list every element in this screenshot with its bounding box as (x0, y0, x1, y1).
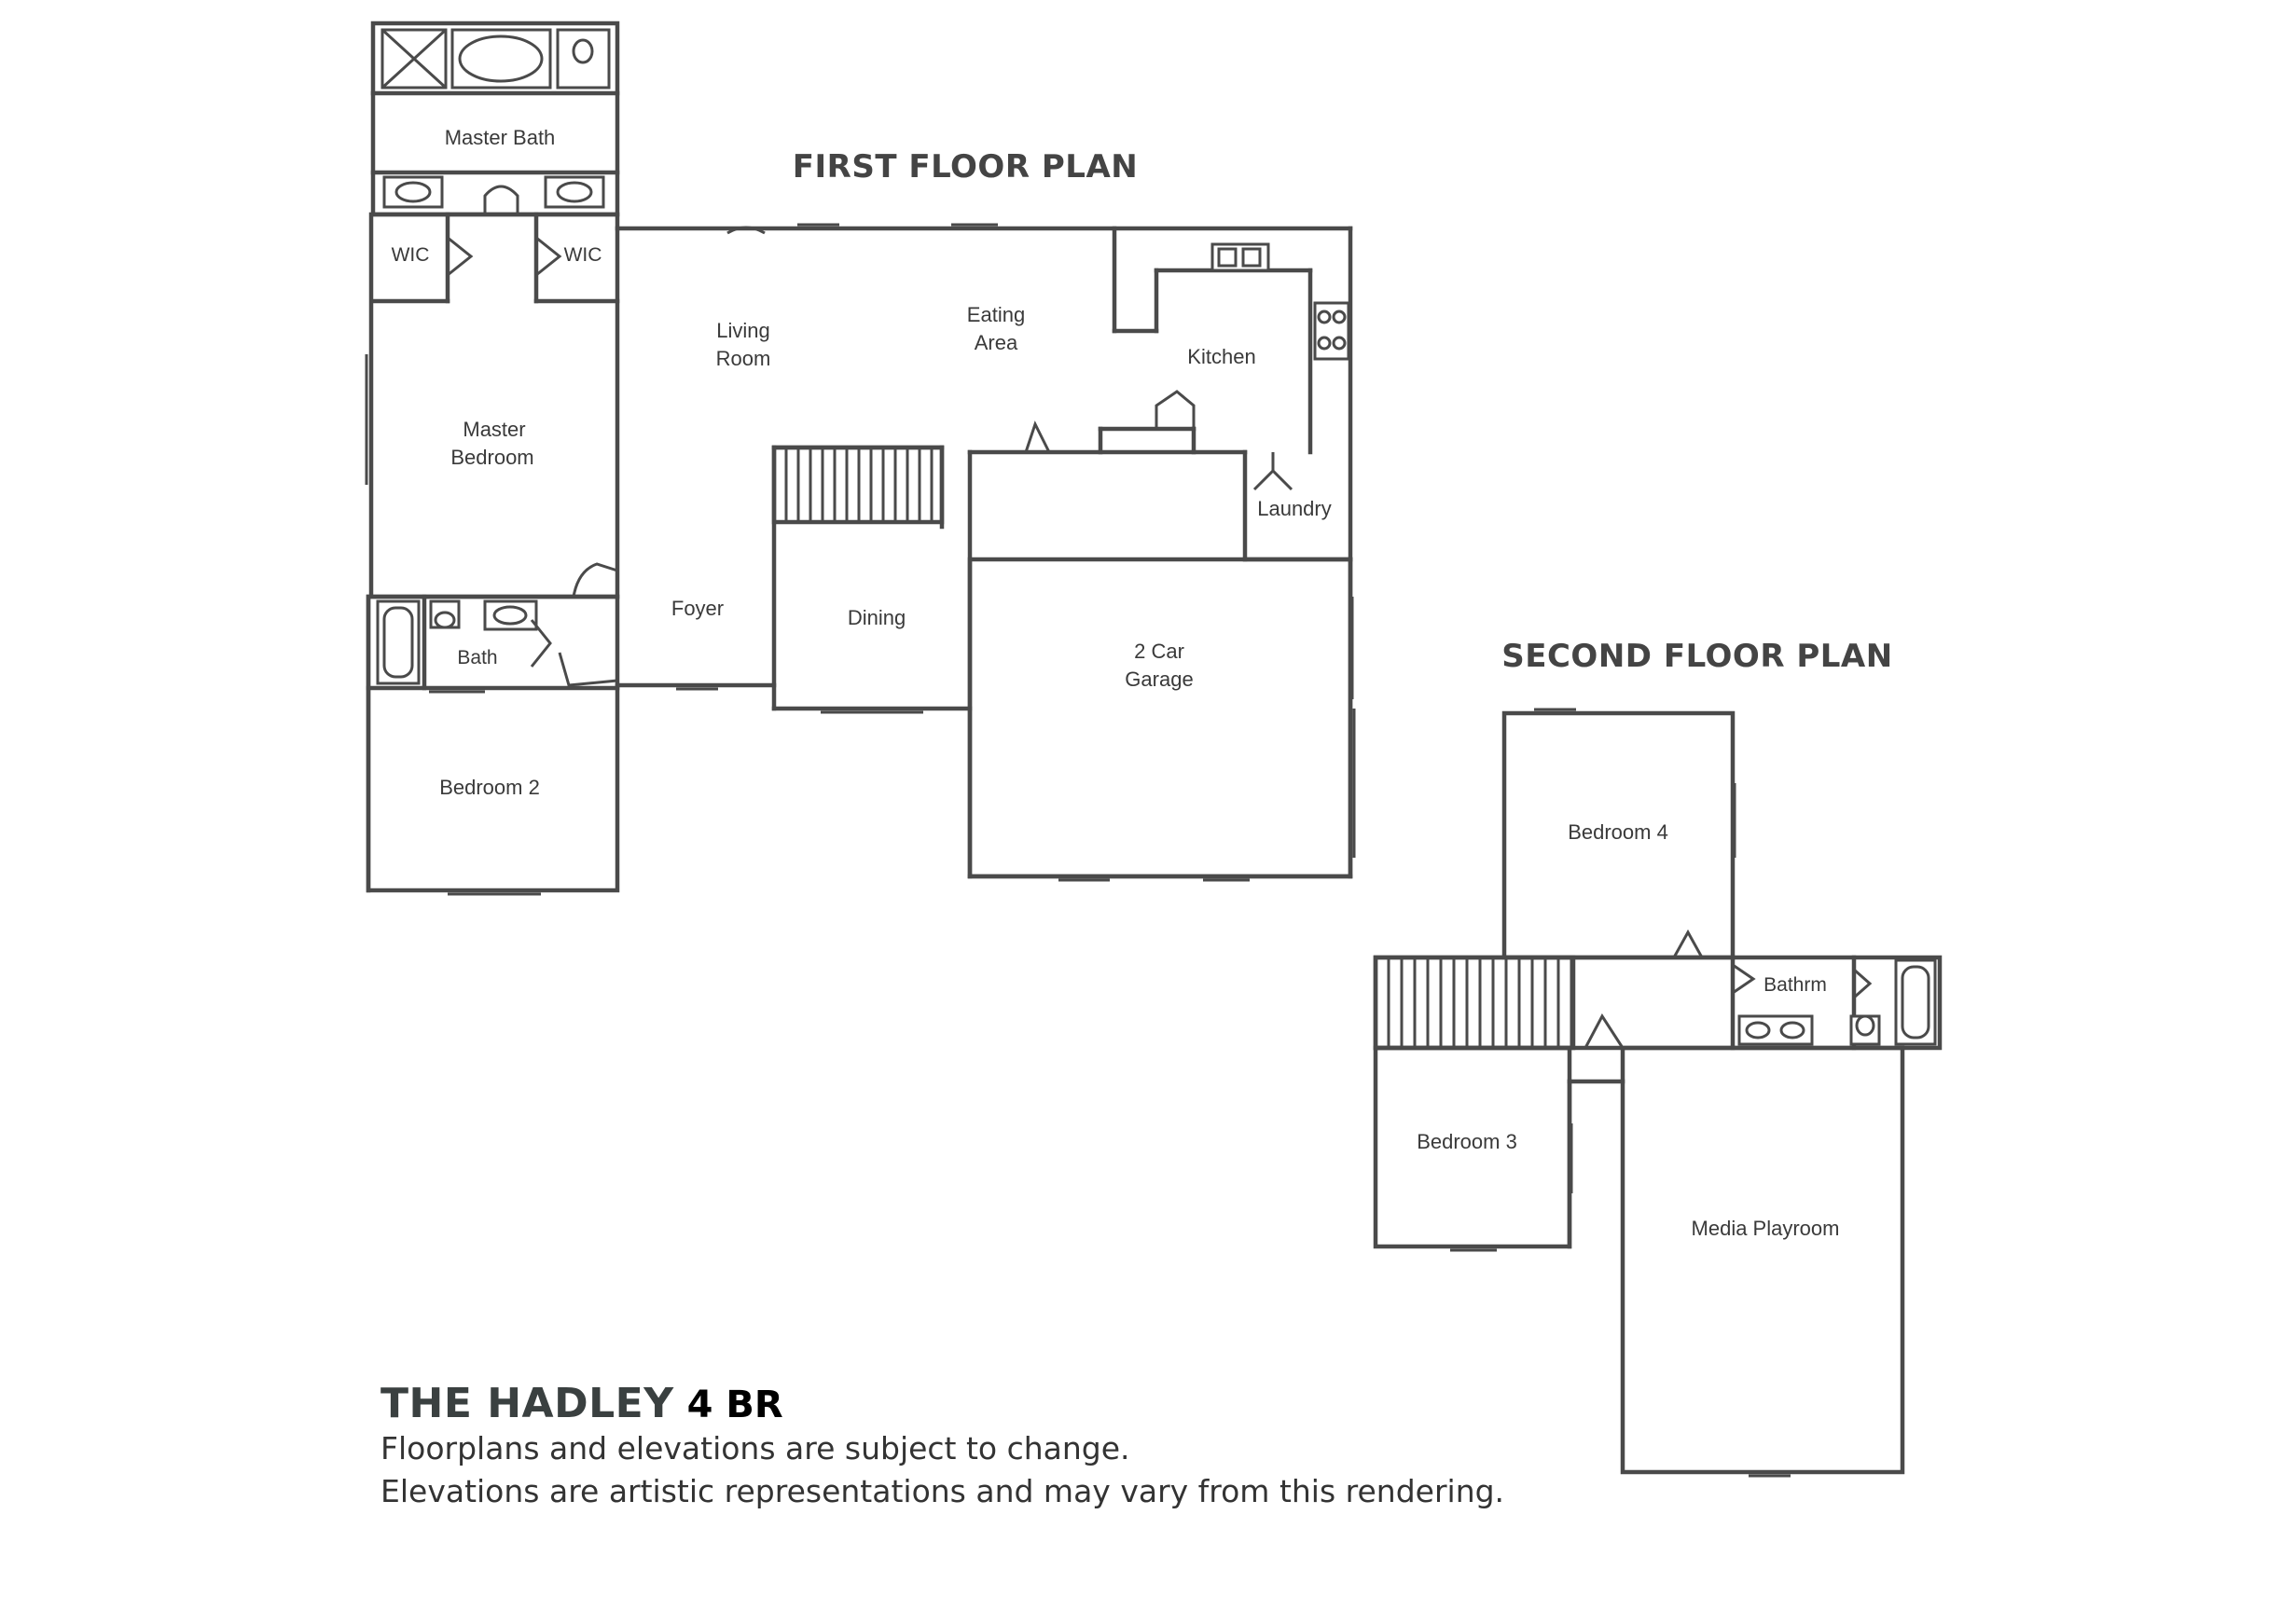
master-bath-fixtures (380, 28, 611, 277)
room-label-living-room-line1: Living (716, 319, 769, 342)
room-label-master-bath: Master Bath (445, 126, 556, 149)
disclaimer-line-1: Floorplans and elevations are subject to… (380, 1430, 1130, 1466)
kitchen-fixtures (1210, 242, 1350, 361)
room-label-media-playroom: Media Playroom (1692, 1217, 1840, 1240)
room-label-bath: Bath (457, 647, 497, 668)
room-label-eating-area-line1: Eating (967, 303, 1025, 326)
second-floor-stairs (1373, 955, 1576, 1051)
second-floor-title: SECOND FLOOR PLAN (1501, 638, 1892, 675)
room-label-kitchen: Kitchen (1187, 345, 1255, 368)
first-floor-plan: FIRST FLOOR PLAN Master Bath WIC WIC Mas… (365, 21, 1356, 896)
room-label-bedroom-3: Bedroom 3 (1417, 1130, 1517, 1153)
disclaimer-line-2: Elevations are artistic representations … (380, 1473, 1505, 1509)
first-floor-title: FIRST FLOOR PLAN (793, 148, 1138, 186)
first-floor-doors (365, 223, 1356, 896)
room-label-laundry: Laundry (1257, 497, 1332, 520)
room-label-garage-line2: Garage (1125, 668, 1193, 691)
room-label-master-bedroom-line2: Bedroom (450, 446, 533, 469)
second-floor-doors (1450, 708, 1873, 1478)
room-label-wic-left: WIC (392, 244, 430, 266)
hall-bath-fixtures (376, 599, 538, 694)
room-label-wic-right: WIC (564, 244, 602, 266)
room-label-bedroom-4: Bedroom 4 (1568, 820, 1668, 844)
plan-name: THE HADLEY (380, 1380, 674, 1427)
master-wing-walls (366, 21, 620, 893)
plan-footer: THE HADLEY 4 BR Floorplans and elevations… (380, 1380, 1504, 1513)
room-label-dining: Dining (848, 606, 906, 629)
plan-heading: THE HADLEY 4 BR (380, 1380, 1504, 1427)
room-label-bathroom: Bathrm (1763, 974, 1827, 996)
room-label-foyer: Foyer (671, 597, 724, 620)
room-label-garage-line1: 2 Car (1134, 640, 1184, 663)
room-label-living-room-line2: Room (716, 347, 771, 370)
first-floor-stairs (771, 445, 945, 525)
room-label-eating-area-line2: Area (975, 331, 1018, 354)
room-label-bedroom-2: Bedroom 2 (439, 776, 540, 799)
bedroom-count: 4 BR (686, 1384, 783, 1426)
second-floor-bath-fixtures (1737, 958, 1937, 1046)
room-label-master-bedroom-line1: Master (463, 418, 525, 441)
second-floor-plan: SECOND FLOOR PLAN Bedroom 4 Bathrm Bedro… (1373, 638, 1943, 1478)
